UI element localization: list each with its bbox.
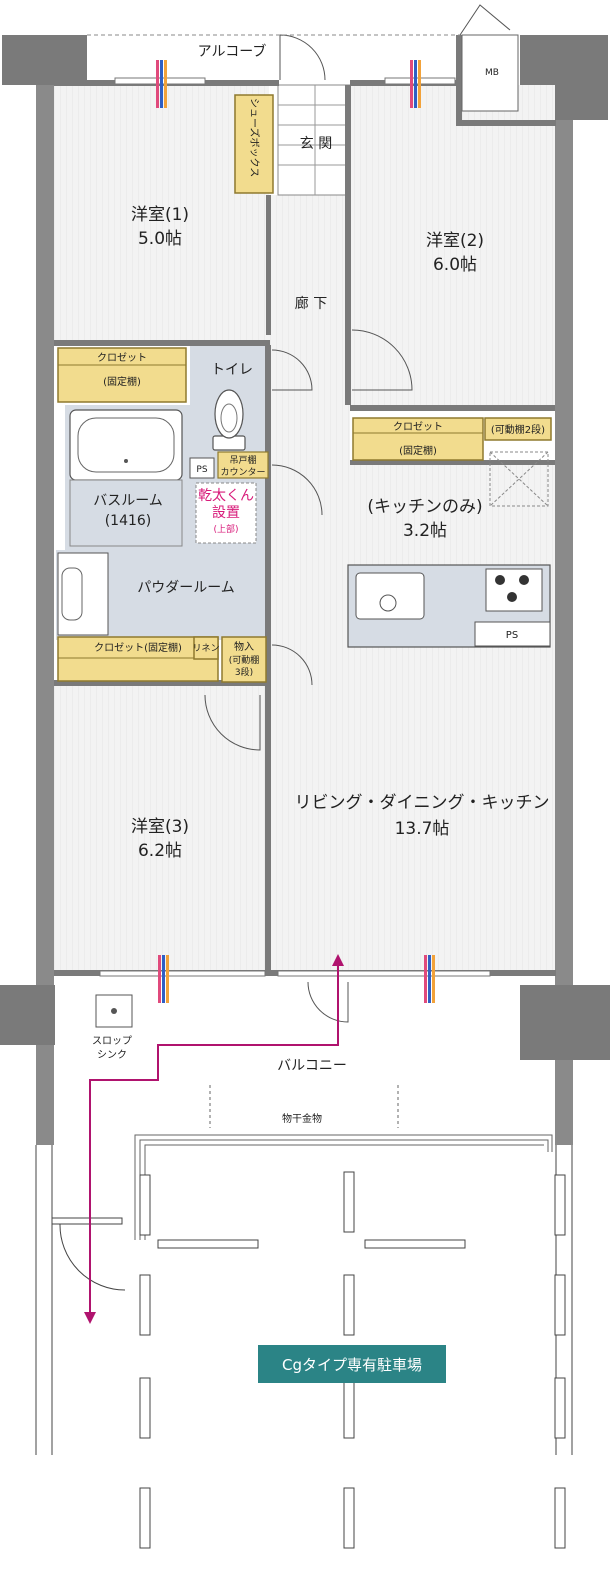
entrance-label: 玄 関 — [300, 135, 332, 152]
svg-text:設置: 設置 — [212, 505, 240, 521]
svg-text:3段): 3段) — [235, 666, 253, 678]
bathtub — [69, 409, 183, 547]
shoe-box: シューズボックス — [234, 94, 274, 194]
windows — [99, 60, 491, 1003]
closet-powder: クロゼット(固定棚) リネン — [57, 636, 220, 682]
svg-text:(固定棚): (固定棚) — [103, 375, 141, 388]
hallway-label: 廊 下 — [295, 295, 327, 312]
svg-text:クロゼット: クロゼット — [97, 352, 147, 364]
laundry-hanger-label: 物干金物 — [282, 1112, 322, 1125]
slop-sink-label-1: スロップ — [92, 1035, 132, 1047]
bathroom-label: バスルーム — [93, 493, 163, 509]
bedroom1-name: 洋室(1) — [131, 205, 189, 225]
parking-area — [35, 1145, 573, 1549]
svg-text:(上部): (上部) — [213, 523, 238, 535]
powder-room-label: パウダールーム — [137, 580, 235, 596]
vanity — [57, 552, 109, 636]
storage-unit: 物入 (可動棚 3段) — [221, 636, 267, 683]
svg-text:物入: 物入 — [234, 640, 254, 653]
svg-text:クロゼット: クロゼット — [393, 421, 443, 433]
bedroom1-size: 5.0帖 — [138, 229, 182, 249]
bathroom-size: (1416) — [105, 513, 152, 529]
fridge-space — [489, 451, 549, 507]
closet-bedroom2: クロゼット (固定棚) (可動棚2段) — [352, 417, 552, 461]
hanging-cabinet: 吊戸棚 カウンター — [217, 451, 269, 479]
svg-text:Cgタイプ専有駐車場: Cgタイプ専有駐車場 — [282, 1356, 422, 1374]
alcove-line — [87, 34, 519, 112]
svg-text:乾太くん: 乾太くん — [198, 488, 254, 504]
bedroom3-name: 洋室(3) — [131, 817, 189, 837]
closet-bedroom1: クロゼット (固定棚) — [57, 347, 187, 403]
svg-text:カウンター: カウンター — [220, 467, 265, 478]
bedroom2-name: 洋室(2) — [426, 231, 484, 251]
balcony-label: バルコニー — [277, 1058, 347, 1074]
svg-text:シューズボックス: シューズボックス — [248, 98, 261, 177]
svg-text:吊戸棚: 吊戸棚 — [229, 454, 256, 466]
route-arrow — [84, 954, 344, 1324]
svg-text:リネン: リネン — [192, 643, 219, 654]
ldk-size: 13.7帖 — [395, 819, 450, 839]
svg-text:(可動棚: (可動棚 — [229, 654, 260, 666]
kitchen-size: 3.2帖 — [403, 521, 447, 541]
svg-text:PS: PS — [196, 465, 207, 475]
dryer-unit: 乾太くん 設置 (上部) — [195, 482, 257, 544]
toilet-fixture — [212, 389, 246, 451]
toilet-label: トイレ — [211, 362, 253, 378]
bedroom3-size: 6.2帖 — [138, 841, 182, 861]
svg-text:(固定棚): (固定棚) — [399, 444, 437, 457]
entrance-steps — [278, 85, 350, 195]
bedroom2-size: 6.0帖 — [433, 255, 477, 275]
svg-text:クロゼット(固定棚): クロゼット(固定棚) — [94, 641, 182, 654]
walls — [0, 35, 610, 1145]
slop-sink-label-2: シンク — [97, 1049, 127, 1061]
mb-label: MB — [485, 68, 499, 78]
alcove-label: アルコーブ — [198, 43, 267, 60]
parking-badge: Cgタイプ専有駐車場 — [258, 1345, 446, 1383]
ldk-name: リビング・ダイニング・キッチン — [295, 793, 550, 813]
svg-text:PS: PS — [506, 630, 518, 641]
kitchen-only-label: (キッチンのみ) — [367, 497, 482, 517]
text-labels: アルコーブ MB 玄 関 洋室(1) 5.0帖 洋室(2) 6.0帖 廊 下 ト… — [92, 43, 550, 1125]
ps-toilet: PS — [189, 457, 215, 479]
ps-kitchen: PS — [474, 621, 551, 647]
slop-sink — [95, 994, 133, 1028]
svg-text:(可動棚2段): (可動棚2段) — [491, 423, 545, 436]
